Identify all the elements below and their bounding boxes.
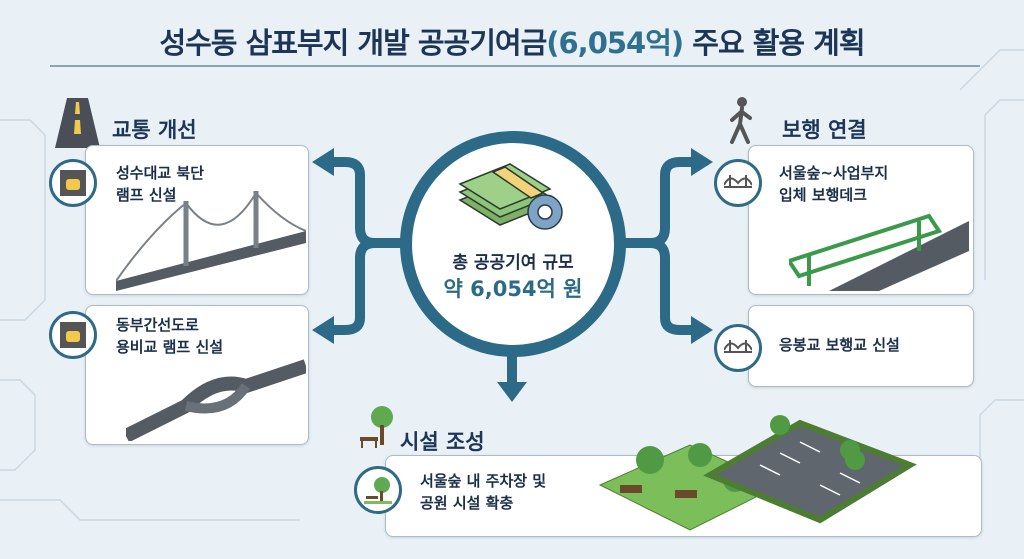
park-parking-illustration [598, 415, 917, 531]
center-label: 총 공공기여 규모 [452, 253, 574, 273]
park-icon [354, 466, 402, 514]
road-icon [55, 98, 100, 148]
page-title: 성수동 삼표부지 개발 공공기여금(6,054억) 주요 활용 계획 [159, 26, 865, 60]
center-value: 약 6,054억 원 [443, 277, 583, 301]
arrow-left-top [312, 148, 334, 176]
walking-person-icon [730, 97, 752, 144]
bridge-icon [714, 324, 762, 372]
bridge-icon [714, 159, 762, 207]
car-icon [49, 311, 97, 359]
section-title-facility: 시설 조성 [400, 430, 485, 454]
suspension-bridge-illustration [116, 191, 306, 291]
arrow-right-bottom [691, 316, 713, 344]
arrow-down [497, 382, 527, 402]
section-title-pedestrian: 보행 연결 [782, 118, 867, 142]
park-bench-icon [360, 406, 393, 448]
arrow-right-top [691, 148, 713, 176]
car-icon [49, 159, 97, 207]
money-gear-icon [458, 163, 563, 230]
arrow-left-bottom [312, 316, 334, 344]
pedestrian-deck-illustration [789, 213, 969, 291]
card-text: 응봉교 보행교 신설 [779, 336, 900, 354]
card-eungbong-footbridge: 응봉교 보행교 신설 [748, 305, 974, 387]
interchange-illustration [126, 359, 306, 441]
section-title-traffic: 교통 개선 [112, 118, 197, 142]
title-divider [50, 65, 980, 67]
